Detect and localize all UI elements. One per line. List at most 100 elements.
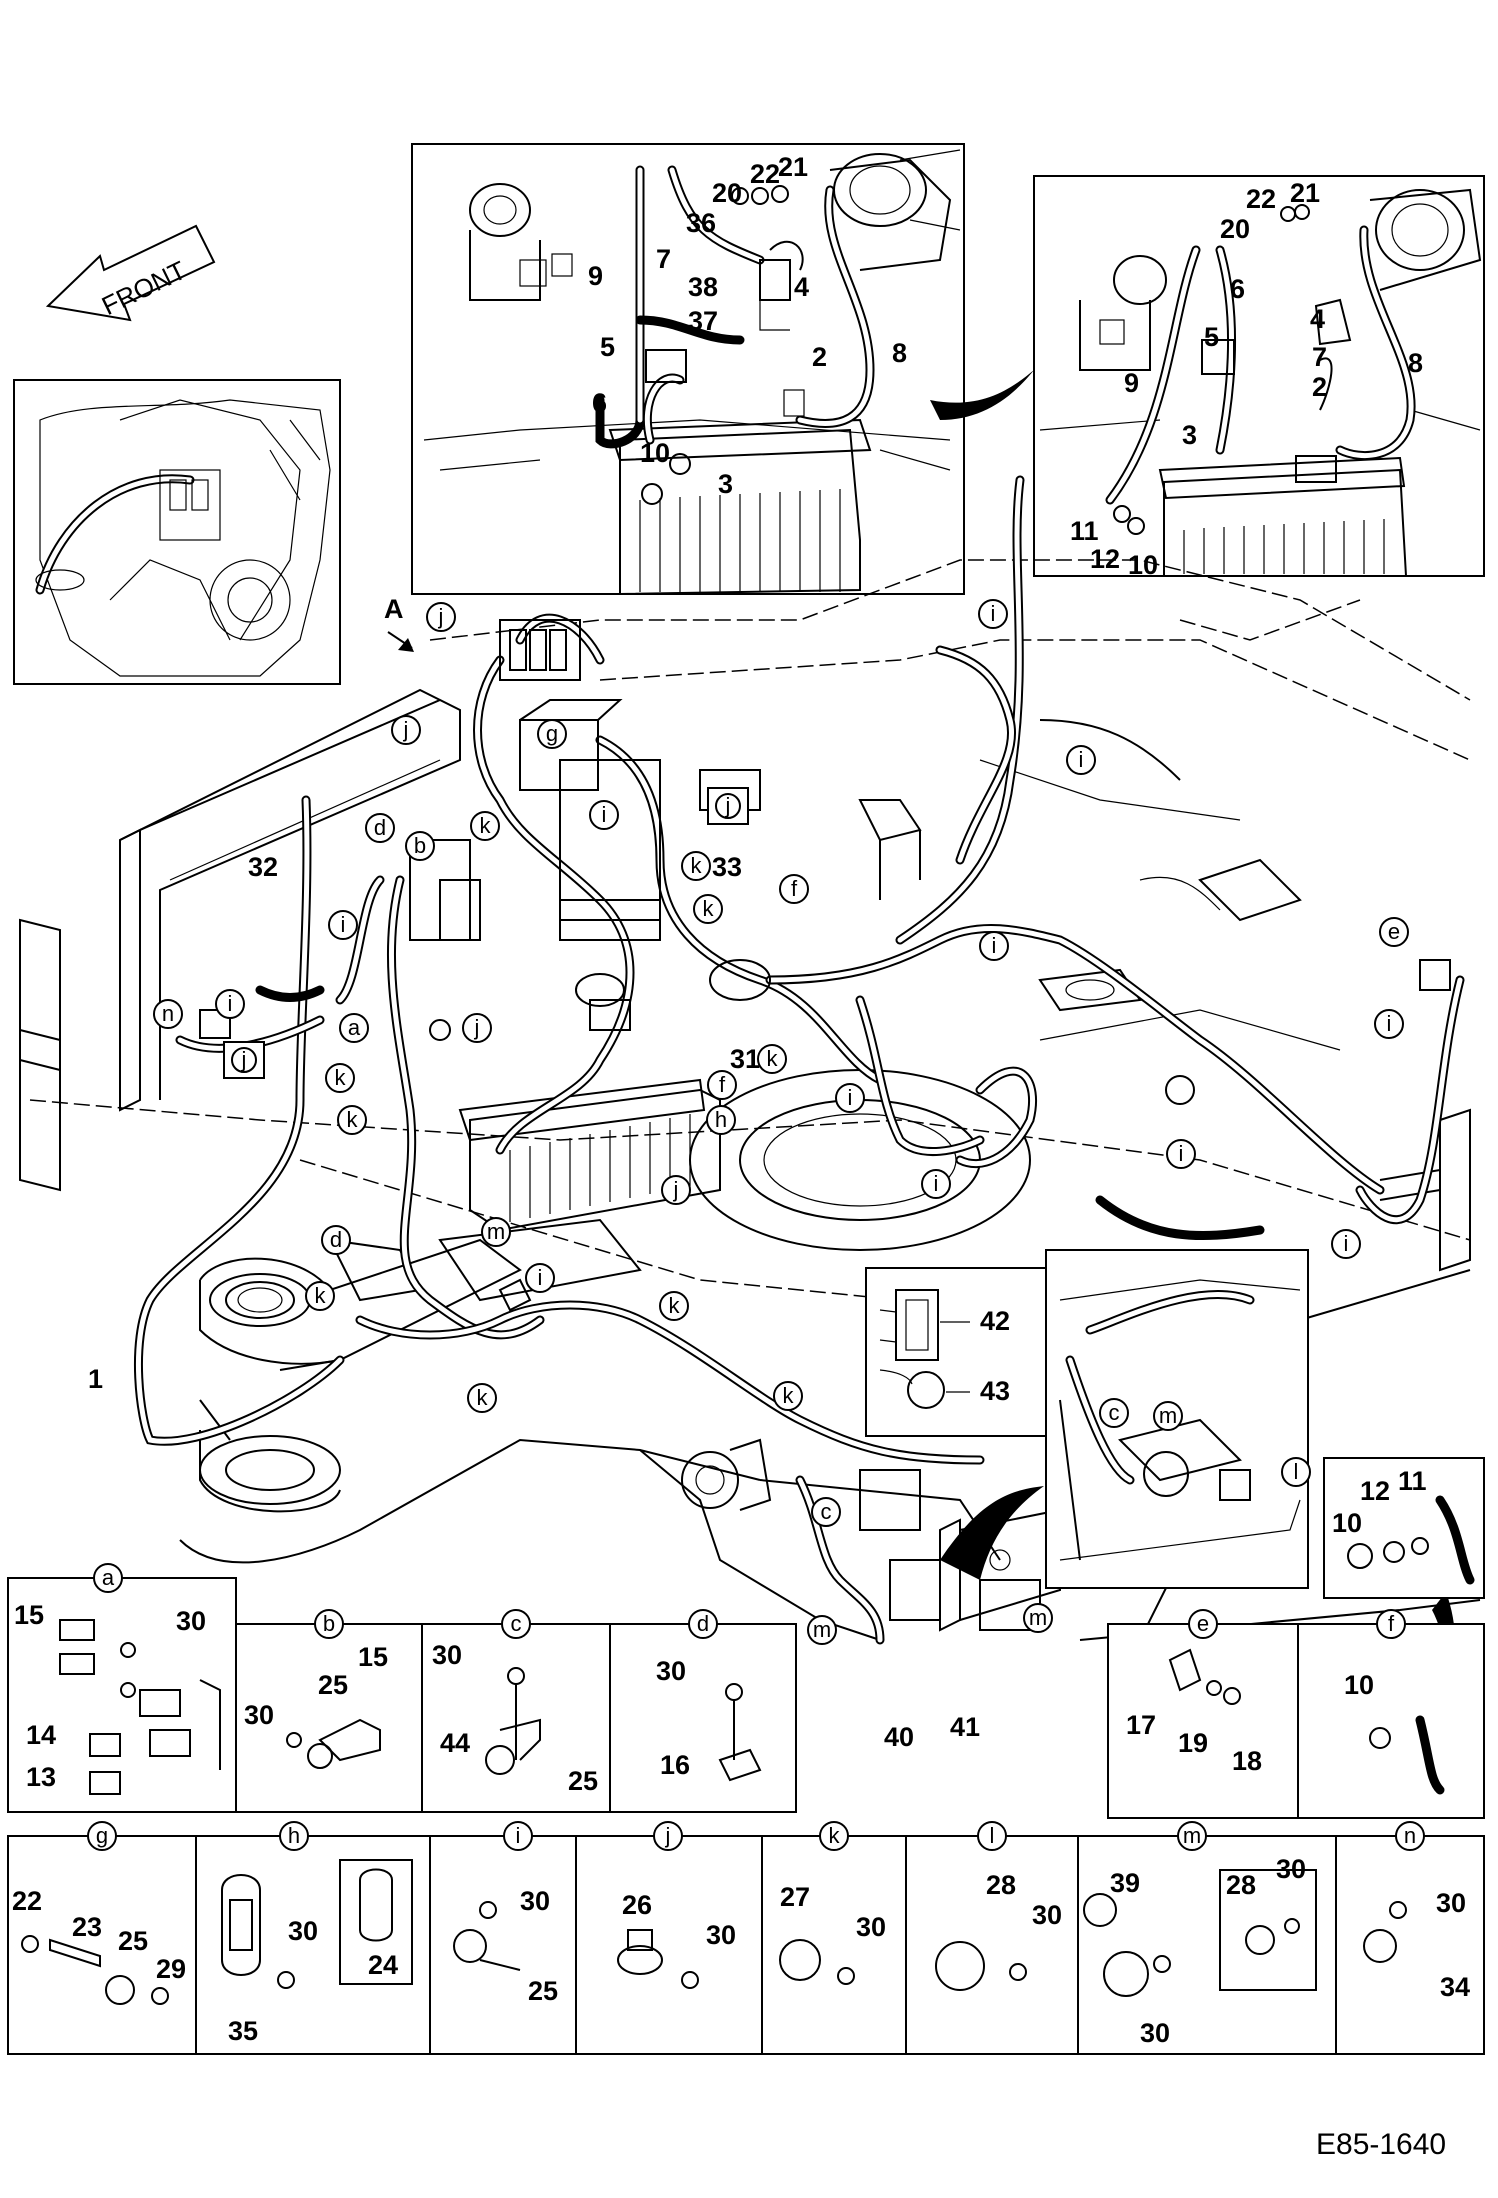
callout-letter: i [1079,747,1084,772]
part-number: 10 [1344,1670,1374,1700]
part-number: 32 [248,852,278,882]
callout-letter: i [602,802,607,827]
part-number: 7 [1312,342,1327,372]
part-number: 8 [1408,348,1423,378]
callout-bubble: m [807,1615,837,1645]
callout-circle [1374,1009,1404,1039]
callout-bubble: j [661,1175,691,1205]
callout-circle [661,1175,691,1205]
callout-bubble: f [1376,1609,1406,1639]
callout-bubble: i [921,1169,951,1199]
callout-circle [707,1070,737,1100]
callout-circle [779,874,809,904]
part-number: 11 [1070,516,1099,546]
part-number: 5 [600,332,615,362]
callout-letter: d [697,1611,709,1636]
callout-bubble: j [462,1013,492,1043]
view-label: A [384,594,404,624]
callout-circle [757,1044,787,1074]
part-number: 6 [592,388,607,418]
callout-letter: e [1388,919,1400,944]
front-arrow: FRONT [45,224,216,322]
battery-inset-right [1033,175,1485,577]
part-number: 11 [1398,1466,1427,1496]
callout-letter: c [511,1611,522,1636]
callout-letter: k [480,813,492,838]
callout-bubble: c [1099,1398,1129,1428]
part-number: 9 [588,261,603,291]
part-number: 10 [1128,550,1158,580]
callout-circle [819,1821,849,1851]
part-number: 12 [1090,544,1120,574]
part-number: 12 [1360,1476,1390,1506]
boxed-callout: j [223,1041,265,1079]
callout-letter: m [1029,1605,1047,1630]
callout-circle [693,894,723,924]
part-number: 25 [118,1926,148,1956]
callout-letter: m [813,1617,831,1642]
part-number: 17 [1126,1710,1156,1740]
callout-circle [978,599,1008,629]
callout-bubble: k [659,1291,689,1321]
callout-letter: k [703,896,715,921]
part-number: 4 [1310,304,1325,334]
callout-bubble: d [321,1225,351,1255]
part-number: 3 [1182,420,1197,450]
callout-letter: n [1404,1823,1416,1848]
callout-circle [1066,745,1096,775]
callout-bubble: f [707,1070,737,1100]
callout-letter: i [991,601,996,626]
callout-bubble: k [470,811,500,841]
callout-bubble: j [653,1821,683,1851]
part-number: 19 [1178,1728,1208,1758]
callout-circle [706,1105,736,1135]
callout-circle [337,1105,367,1135]
part-number: 30 [656,1656,686,1686]
callout-bubble: i [978,599,1008,629]
callout-circle [681,851,711,881]
main-components [199,619,1451,1631]
part-number: 26 [622,1890,652,1920]
callout-circle [773,1381,803,1411]
callout-letter: m [1159,1403,1177,1428]
part-number: 2 [812,342,827,372]
callout-bubble: k [819,1821,849,1851]
part-number: 18 [1232,1746,1262,1776]
callout-bubble: c [811,1497,841,1527]
part-number: 14 [26,1720,56,1750]
callout-letter: l [1294,1459,1299,1484]
callout-circle [589,800,619,830]
callout-bubble: d [688,1609,718,1639]
callout-letter: i [848,1085,853,1110]
callout-bubble: m [481,1217,511,1247]
callout-letter: g [546,721,558,746]
drawing-code: E85-1640 [1316,2128,1446,2161]
part-number: 31 [730,1044,760,1074]
callout-bubble: e [1188,1609,1218,1639]
view-arrow-head [398,638,414,652]
callout-letter: j [474,1015,480,1040]
part-number: 30 [1276,1854,1306,1884]
callout-bubble: k [693,894,723,924]
part-number: 27 [780,1882,810,1912]
callout-letter: m [1183,1823,1201,1848]
callout-bubble: i [215,989,245,1019]
part-number: 15 [14,1600,44,1630]
callout-letter: d [374,815,386,840]
callout-bubble: g [537,719,567,749]
part-number: 9 [1124,368,1139,398]
callout-circle [688,1609,718,1639]
part-number: 28 [986,1870,1016,1900]
part-number: 10 [640,438,670,468]
callout-circle [1331,1229,1361,1259]
callout-circle [365,813,395,843]
harness-lines [134,475,1465,1645]
part-number: 15 [358,1642,388,1672]
callout-circle [426,602,456,632]
callout-letter: i [992,933,997,958]
callout-bubble: b [314,1609,344,1639]
part-number: 36 [686,208,716,238]
callout-bubble: i [1374,1009,1404,1039]
callout-circle [462,1013,492,1043]
